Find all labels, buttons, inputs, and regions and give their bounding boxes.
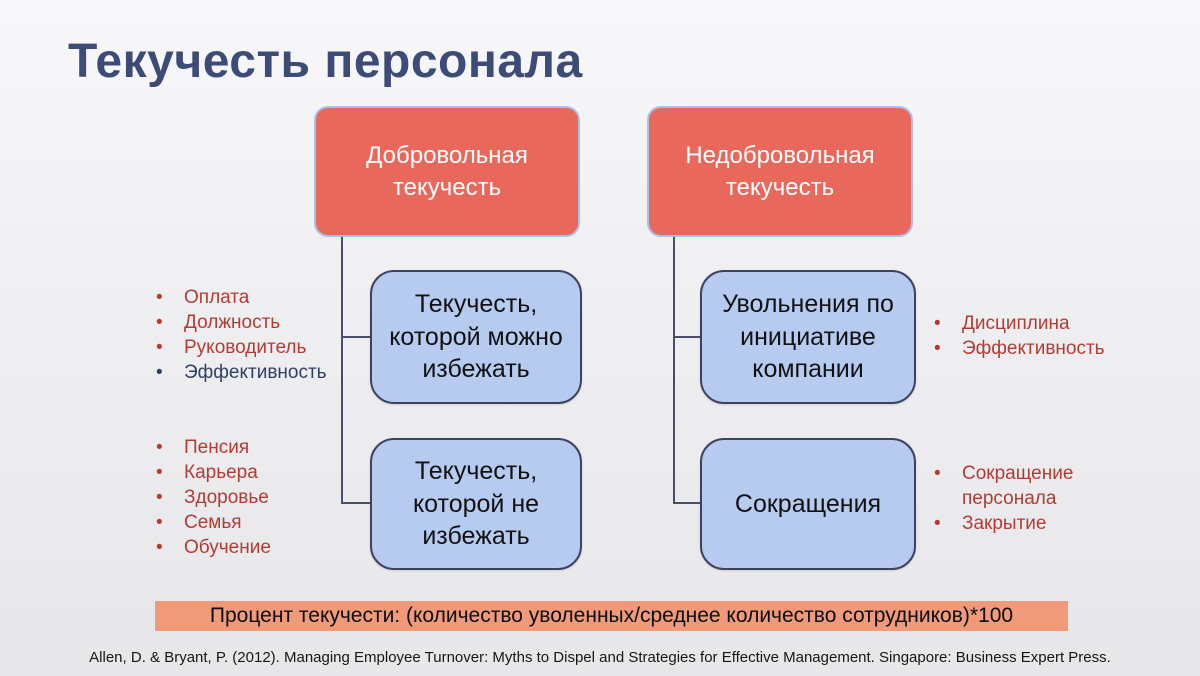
list-item: Здоровье — [148, 485, 368, 510]
list-item: Оплата — [148, 285, 368, 310]
source-citation: Allen, D. & Bryant, P. (2012). Managing … — [89, 649, 1111, 666]
child-box-dismissals-label: Увольнения по инициативе компании — [722, 290, 894, 384]
root-box-voluntary-label: Добровольная текучесть — [366, 142, 528, 201]
root-box-voluntary-turnover: Добровольная текучесть — [314, 106, 580, 237]
turnover-rate-formula: Процент текучести: (количество уволенных… — [155, 601, 1068, 631]
bullet-list-unavoidable-causes: Пенсия Карьера Здоровье Семья Обучение — [148, 435, 368, 560]
list-item: Карьера — [148, 460, 368, 485]
bullet-list-avoidable-causes: Оплата Должность Руководитель Эффективно… — [148, 285, 368, 385]
list-item: Должность — [148, 310, 368, 335]
bullet-list-dismissal-causes: Дисциплина Эффективность — [926, 311, 1176, 361]
child-box-avoidable-label: Текучесть, которой можно избежать — [389, 290, 563, 384]
list-item: Эффективность — [926, 336, 1176, 361]
child-box-layoffs-label: Сокращения — [734, 489, 882, 518]
list-item: Эффективность — [148, 360, 368, 385]
connector-involuntary-vertical — [673, 237, 675, 503]
connector-involuntary-to-layoffs — [673, 502, 701, 504]
connector-involuntary-to-dismissals — [673, 336, 701, 338]
child-box-avoidable-turnover: Текучесть, которой можно избежать — [370, 270, 582, 404]
child-box-unavoidable-label: Текучесть, которой не избежать — [412, 457, 540, 551]
list-item: Пенсия — [148, 435, 368, 460]
child-box-company-initiated-dismissals: Увольнения по инициативе компании — [700, 270, 916, 404]
root-box-involuntary-turnover: Недобровольная текучесть — [647, 106, 913, 237]
list-item: Сокращение персонала — [926, 461, 1111, 511]
list-item: Обучение — [148, 535, 368, 560]
list-item: Закрытие — [926, 511, 1111, 536]
list-item: Семья — [148, 510, 368, 535]
root-box-involuntary-label: Недобровольная текучесть — [685, 142, 875, 201]
child-box-unavoidable-turnover: Текучесть, которой не избежать — [370, 438, 582, 570]
list-item: Руководитель — [148, 335, 368, 360]
list-item: Дисциплина — [926, 311, 1176, 336]
slide-title: Текучесть персонала — [68, 35, 583, 88]
bullet-list-layoff-causes: Сокращение персонала Закрытие — [926, 461, 1111, 536]
child-box-layoffs: Сокращения — [700, 438, 916, 570]
